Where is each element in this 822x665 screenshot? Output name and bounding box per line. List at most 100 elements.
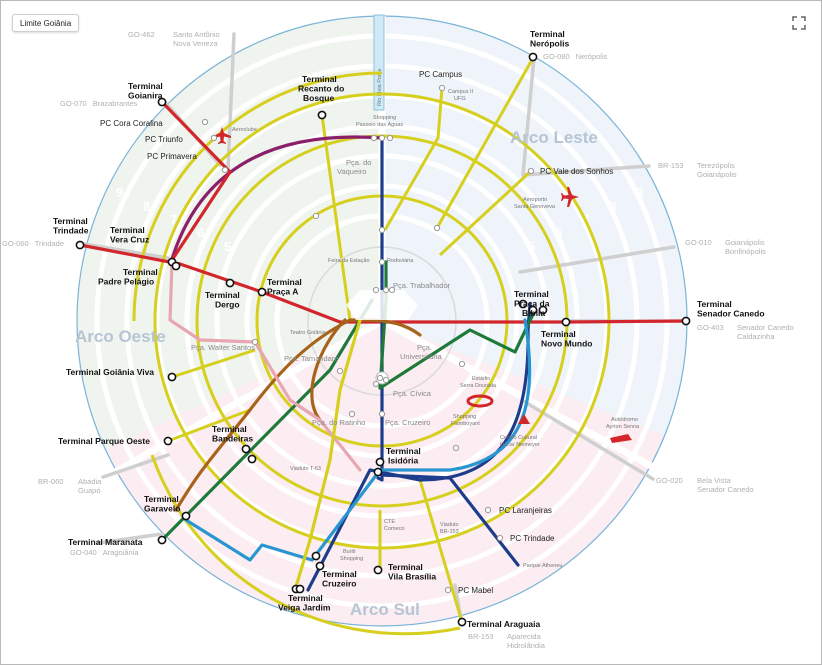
river-label: Rio Meia Ponte bbox=[377, 68, 383, 106]
terminal-marker[interactable] bbox=[257, 287, 267, 297]
terminal-marker[interactable] bbox=[75, 240, 85, 250]
terminal-marker[interactable] bbox=[241, 444, 251, 454]
station-marker[interactable] bbox=[438, 84, 446, 92]
rodoviaria-label: Rodoviária bbox=[387, 258, 414, 264]
pca-civica-label: Pça. Cívica bbox=[393, 389, 432, 398]
terminal-marker[interactable] bbox=[375, 457, 385, 467]
station-marker[interactable] bbox=[382, 286, 390, 294]
station-marker[interactable] bbox=[386, 134, 394, 142]
station-marker[interactable] bbox=[378, 258, 386, 266]
terminal-marker[interactable] bbox=[528, 52, 538, 62]
station-marker[interactable] bbox=[527, 167, 535, 175]
race-car-icon bbox=[610, 434, 632, 443]
station-marker[interactable] bbox=[251, 338, 259, 346]
station-marker[interactable] bbox=[210, 134, 218, 142]
pc-vale-sonhos-label: PC Vale dos Sonhos bbox=[540, 167, 613, 176]
station-marker[interactable] bbox=[378, 134, 386, 142]
terminal-marker[interactable] bbox=[295, 584, 305, 594]
pc-triunfo-label: PC Triunfo bbox=[145, 135, 183, 144]
pca-trabalhador-label: Pça. Trabalhador bbox=[393, 281, 451, 290]
terminal-marker[interactable] bbox=[157, 97, 167, 107]
station-marker[interactable] bbox=[221, 166, 229, 174]
terminal-marker[interactable] bbox=[528, 305, 538, 315]
station-marker[interactable] bbox=[444, 586, 452, 594]
station-marker[interactable] bbox=[336, 367, 344, 375]
station-marker[interactable] bbox=[378, 226, 386, 234]
terminal-marker[interactable] bbox=[181, 511, 191, 521]
ring-number: 6 bbox=[197, 225, 204, 240]
terminal-marker[interactable] bbox=[561, 317, 571, 327]
terminal-marker[interactable] bbox=[171, 261, 181, 271]
hwy-br060: BR-060 bbox=[38, 477, 63, 486]
station-marker[interactable] bbox=[201, 118, 209, 126]
terminal-marker[interactable] bbox=[681, 316, 691, 326]
terminal-marker[interactable] bbox=[317, 110, 327, 120]
airplane-icon bbox=[213, 127, 231, 144]
station-marker[interactable] bbox=[433, 224, 441, 232]
terminal-marker[interactable] bbox=[247, 454, 257, 464]
station-marker[interactable] bbox=[452, 444, 460, 452]
expand-icon[interactable] bbox=[790, 14, 808, 32]
station-marker[interactable] bbox=[382, 376, 390, 384]
terminal-marker[interactable] bbox=[457, 617, 467, 627]
pc-trindade-label: PC Trindade bbox=[510, 534, 555, 543]
hwy-br153n: BR-153 bbox=[658, 161, 683, 170]
station-marker[interactable] bbox=[312, 212, 320, 220]
ring-number: 8 bbox=[143, 199, 150, 214]
terminal-marker[interactable] bbox=[315, 561, 325, 571]
terminal-marker[interactable] bbox=[157, 535, 167, 545]
terminal-marker[interactable] bbox=[518, 299, 528, 309]
pca-ratinho-label: Pça. do Ratinho bbox=[312, 418, 365, 427]
terminal-marker[interactable] bbox=[225, 278, 235, 288]
terminal-marker[interactable] bbox=[538, 305, 548, 315]
station-marker[interactable] bbox=[484, 506, 492, 514]
terminal-marker[interactable] bbox=[373, 565, 383, 575]
station-marker[interactable] bbox=[388, 286, 396, 294]
monument-icon bbox=[518, 414, 530, 424]
station-marker[interactable] bbox=[458, 360, 466, 368]
station-marker[interactable] bbox=[378, 410, 386, 418]
terminal-marker[interactable] bbox=[167, 372, 177, 382]
river-meia-ponte: Rio Meia Ponte bbox=[373, 14, 385, 111]
hwy-go020: GO-020 bbox=[656, 476, 683, 485]
station-marker[interactable] bbox=[376, 374, 384, 382]
viaduto-t63-label: Viaduto T-63 bbox=[290, 466, 321, 472]
station-marker[interactable] bbox=[348, 410, 356, 418]
airplane-icon bbox=[561, 187, 579, 207]
pca-walter-label: Pça. Walter Santos bbox=[191, 343, 255, 352]
limite-goiania-toggle-button[interactable]: Limite Goiânia bbox=[12, 14, 80, 32]
station-marker[interactable] bbox=[496, 534, 504, 542]
teatro-label: Teatro Goiânia bbox=[290, 330, 327, 336]
ring-number: 8 bbox=[609, 199, 616, 214]
station-marker[interactable] bbox=[372, 380, 380, 388]
terminal-marker[interactable] bbox=[373, 467, 383, 477]
station-marker[interactable] bbox=[370, 134, 378, 142]
station-marker[interactable] bbox=[372, 286, 380, 294]
terminal-marker[interactable] bbox=[311, 551, 321, 561]
terminal-parque-oeste-label: Terminal Parque Oeste bbox=[58, 436, 150, 446]
terminal-marker[interactable] bbox=[163, 436, 173, 446]
